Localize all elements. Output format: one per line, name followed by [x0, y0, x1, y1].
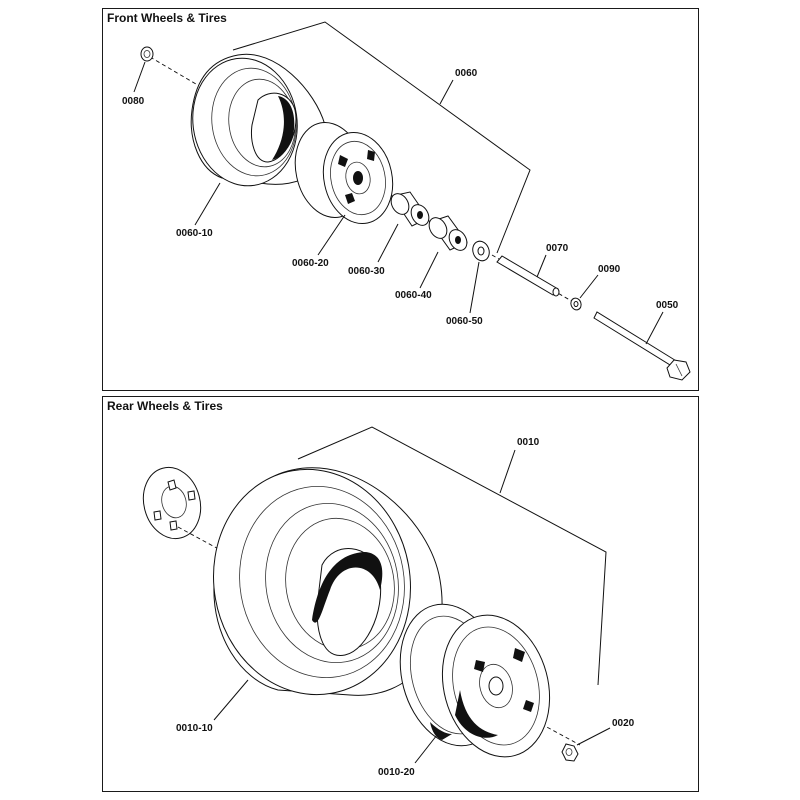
- label-0010-20: 0010-20: [378, 767, 415, 778]
- label-0080: 0080: [122, 96, 145, 107]
- label-0070: 0070: [546, 243, 569, 254]
- rear-tire: [213, 467, 443, 721]
- label-0060-40: 0060-40: [395, 290, 432, 301]
- front-nut-0080: [133, 46, 154, 93]
- rear-wheels-panel: Rear Wheels & Tires: [102, 396, 699, 792]
- label-0010-10: 0010-10: [176, 723, 213, 734]
- label-0060-50: 0060-50: [446, 316, 483, 327]
- rear-assembly-bracket: [297, 426, 607, 686]
- front-spacer-0070: [496, 254, 560, 297]
- label-0090: 0090: [598, 264, 621, 275]
- label-0010: 0010: [517, 437, 540, 448]
- front-section-title: Front Wheels & Tires: [107, 11, 227, 25]
- label-0020: 0020: [612, 718, 635, 729]
- rear-rim: [399, 603, 551, 764]
- label-0060-20: 0060-20: [292, 258, 329, 269]
- label-0050: 0050: [656, 300, 679, 311]
- rear-hub: [142, 466, 202, 540]
- label-0060-30: 0060-30: [348, 266, 385, 277]
- front-assembly-bracket: [232, 21, 531, 254]
- front-tire: [190, 53, 328, 226]
- label-0060: 0060: [455, 68, 478, 79]
- label-0060-10: 0060-10: [176, 228, 213, 239]
- front-washer-0090: [570, 274, 599, 311]
- front-bushing-0060-30: [377, 191, 430, 263]
- front-washer-0060-50: [469, 240, 490, 314]
- rear-nut-0020: [561, 727, 611, 762]
- front-rim: [294, 122, 394, 256]
- front-bolt-0050: [593, 311, 691, 381]
- front-bushing-0060-40: [419, 215, 468, 289]
- rear-section-title: Rear Wheels & Tires: [107, 399, 223, 413]
